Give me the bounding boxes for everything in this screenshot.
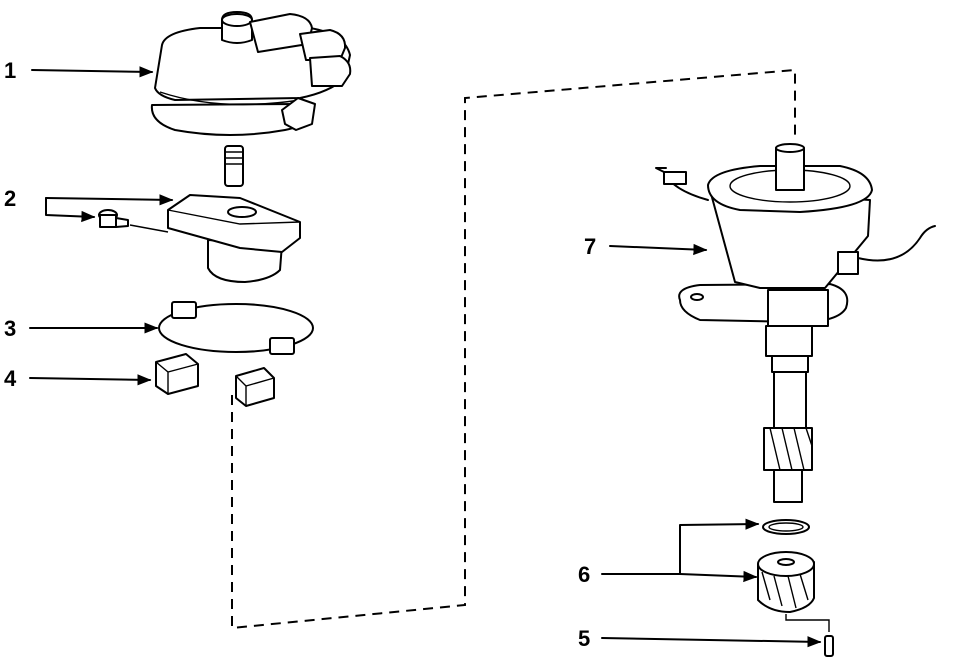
distributor-cap	[150, 11, 352, 136]
signal-wire-loop	[158, 301, 314, 355]
distributor-housing	[655, 143, 936, 503]
drive-gear	[757, 551, 815, 613]
callout-7: 7	[584, 234, 596, 259]
callout-1: 1	[4, 58, 16, 83]
callout-4: 4	[4, 366, 17, 391]
rotor-screw	[98, 209, 169, 233]
terminal-block-right	[235, 367, 275, 407]
leader-lines	[29, 66, 822, 648]
rotor	[167, 194, 301, 283]
roll-pin	[785, 614, 834, 657]
carbon-brush-spring	[224, 145, 244, 187]
callout-2: 2	[4, 186, 16, 211]
callout-6: 6	[578, 562, 590, 587]
terminal-block-left	[155, 353, 199, 395]
callout-5: 5	[578, 626, 590, 651]
callout-3: 3	[4, 316, 16, 341]
assembly-dashed-line	[231, 68, 796, 630]
o-ring	[762, 519, 810, 535]
